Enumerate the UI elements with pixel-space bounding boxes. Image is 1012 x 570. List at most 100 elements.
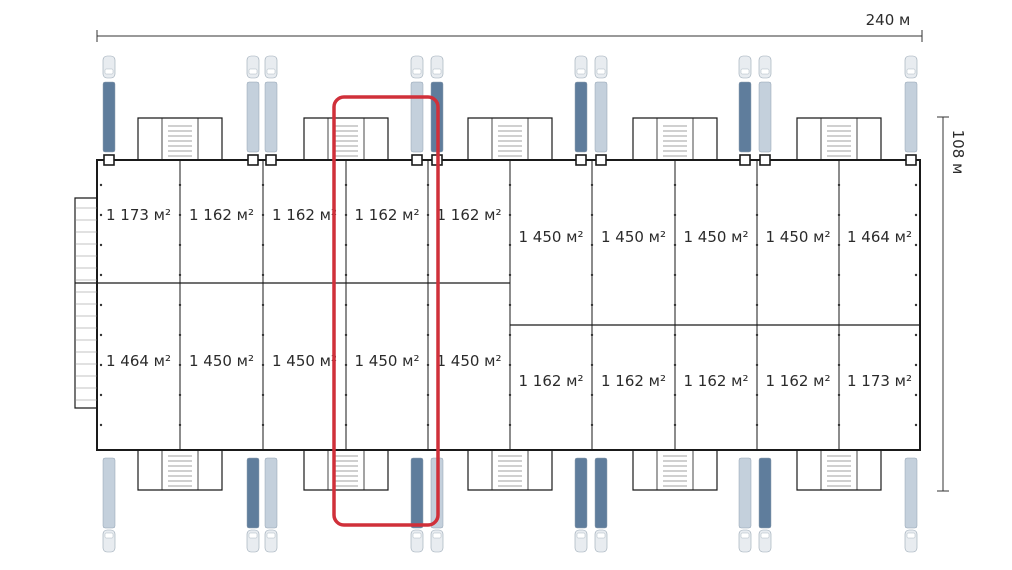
- truck-docks: [102, 55, 918, 553]
- unit-area-label: 1 450 м²: [354, 352, 419, 370]
- unit-area-label: 1 450 м²: [518, 228, 583, 246]
- column-dot: [673, 213, 677, 217]
- column-dot: [508, 423, 512, 427]
- truck-cab: [594, 55, 608, 79]
- column-dot: [508, 363, 512, 367]
- column-dot: [755, 393, 759, 397]
- column-dot: [590, 333, 594, 337]
- column-dot: [344, 363, 348, 367]
- truck-icon: [264, 457, 278, 553]
- column-dot: [755, 333, 759, 337]
- truck-cab: [264, 55, 278, 79]
- column-dot: [837, 333, 841, 337]
- column-dot: [261, 213, 265, 217]
- truck-trailer: [594, 457, 608, 529]
- column-dot: [344, 243, 348, 247]
- width-label: 240 м: [866, 11, 911, 29]
- column-dot: [673, 333, 677, 337]
- truck-icon: [264, 55, 278, 153]
- truck-trailer: [264, 81, 278, 153]
- column-dot: [755, 183, 759, 187]
- column-dot: [590, 273, 594, 277]
- stair-top: [656, 117, 694, 161]
- column-dot: [178, 213, 182, 217]
- dock-door: [759, 154, 771, 166]
- left-annex: [74, 197, 97, 409]
- unit-area-label: 1 162 м²: [189, 206, 254, 224]
- office-block-top: [303, 117, 389, 160]
- truck-icon: [410, 457, 424, 553]
- truck-cab: [430, 55, 444, 79]
- column-dot: [914, 273, 918, 277]
- column-dot: [590, 363, 594, 367]
- width-dimension: 240 м: [96, 11, 923, 42]
- stair-bottom: [820, 449, 858, 491]
- truck-trailer: [246, 81, 260, 153]
- truck-window: [104, 532, 114, 539]
- truck-icon: [758, 457, 772, 553]
- truck-window: [412, 532, 422, 539]
- truck-icon: [246, 55, 260, 153]
- stair-bottom: [656, 449, 694, 491]
- truck-trailer: [410, 457, 424, 529]
- column-dot: [178, 243, 182, 247]
- unit-area-label: 1 173 м²: [847, 372, 912, 390]
- truck-window: [760, 532, 770, 539]
- column-dot: [837, 393, 841, 397]
- height-label: 108 м: [949, 130, 967, 175]
- column-dot: [178, 423, 182, 427]
- column-dot: [508, 393, 512, 397]
- stair-top: [161, 117, 199, 161]
- column-dot: [178, 273, 182, 277]
- truck-trailer: [574, 81, 588, 153]
- selected-unit-highlight[interactable]: [332, 95, 440, 527]
- truck-cab: [102, 55, 116, 79]
- truck-window: [740, 68, 750, 75]
- dock-door: [905, 154, 917, 166]
- column-dot: [261, 363, 265, 367]
- column-dot: [508, 243, 512, 247]
- unit-area-label: 1 162 м²: [683, 372, 748, 390]
- truck-trailer: [410, 81, 424, 153]
- column-dot: [837, 243, 841, 247]
- truck-trailer: [246, 457, 260, 529]
- truck-cab: [410, 55, 424, 79]
- column-dot: [99, 183, 103, 187]
- column-dot: [914, 333, 918, 337]
- column-dot: [508, 183, 512, 187]
- column-dot: [837, 303, 841, 307]
- column-dot: [426, 363, 430, 367]
- truck-trailer: [758, 81, 772, 153]
- column-dot: [755, 363, 759, 367]
- column-dot: [508, 273, 512, 277]
- column-dot: [914, 303, 918, 307]
- stair-top: [327, 117, 365, 161]
- stair-bottom: [491, 449, 529, 491]
- column-dot: [673, 303, 677, 307]
- column-dot: [261, 243, 265, 247]
- column-dot: [99, 213, 103, 217]
- outer-wall: [96, 159, 921, 451]
- column-dot: [426, 423, 430, 427]
- truck-trailer: [758, 457, 772, 529]
- column-dot: [344, 333, 348, 337]
- column-dot: [755, 213, 759, 217]
- column-dot: [590, 423, 594, 427]
- truck-window: [596, 532, 606, 539]
- truck-cab: [574, 55, 588, 79]
- column-dot: [426, 183, 430, 187]
- column-dot: [426, 243, 430, 247]
- office-block-top: [467, 117, 553, 160]
- column-dot: [99, 393, 103, 397]
- unit-area-label: 1 450 м²: [601, 228, 666, 246]
- truck-icon: [246, 457, 260, 553]
- column-dot: [673, 393, 677, 397]
- column-dot: [261, 393, 265, 397]
- truck-icon: [102, 55, 116, 153]
- truck-trailer: [738, 81, 752, 153]
- truck-cab: [246, 55, 260, 79]
- truck-window: [248, 532, 258, 539]
- column-dot: [178, 303, 182, 307]
- truck-icon: [574, 457, 588, 553]
